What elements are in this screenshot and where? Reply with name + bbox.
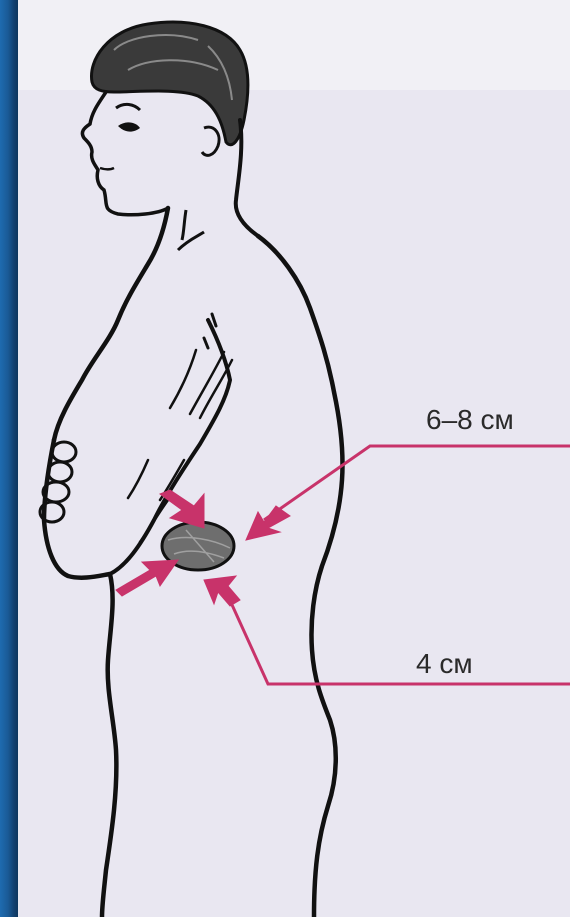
figure-drawing	[18, 0, 570, 917]
measurement-label-upper: 6–8 см	[426, 404, 514, 436]
measurement-label-lower: 4 см	[416, 648, 473, 680]
leader-lines	[228, 446, 570, 684]
diagram-panel: 6–8 см 4 см	[18, 0, 570, 917]
human-profile-icon	[40, 22, 343, 917]
